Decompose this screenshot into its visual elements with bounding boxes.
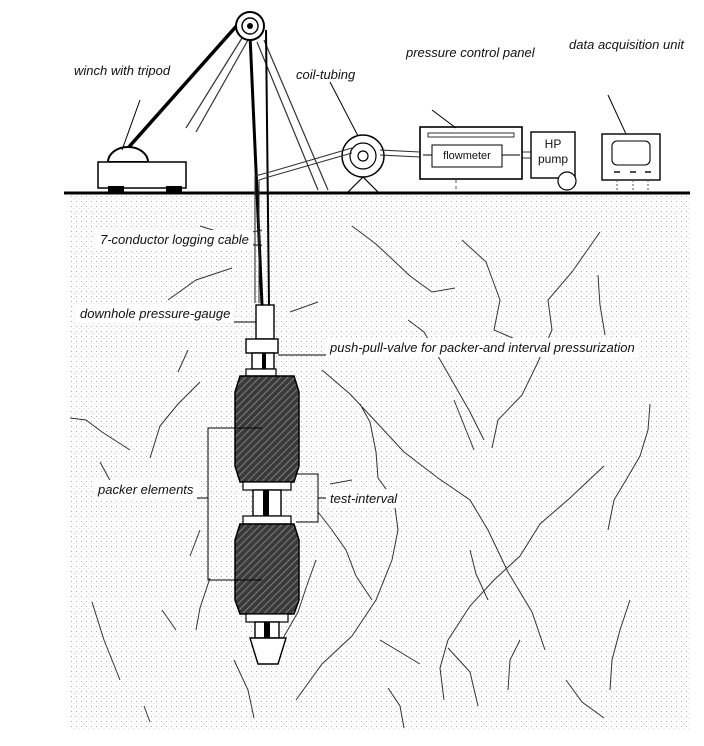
- label-data-acquisition-unit: data acquisition unit: [569, 36, 684, 53]
- tripod-pulley: [235, 11, 265, 41]
- label-hp-pump: HP pump: [533, 137, 573, 167]
- pressure-gauge-body: [255, 304, 275, 340]
- winch: [97, 146, 187, 192]
- rock-mass: [70, 196, 690, 731]
- label-data-line2: acquisition: [597, 37, 660, 52]
- label-hp-line1: HP: [544, 137, 562, 151]
- label-cable-line1: 7-conductor: [100, 232, 169, 247]
- label-valve-line2: interval pressurization: [508, 340, 635, 355]
- label-winch-line1: winch with: [74, 63, 134, 78]
- label-packer-line2: elements: [140, 482, 194, 497]
- label-gauge-line1: downhole: [80, 306, 136, 321]
- label-valve-line1: push-pull-valve for packer-and: [330, 340, 505, 355]
- label-pressure-control-panel: pressure control panel: [406, 44, 535, 61]
- tool-bottom-cone: [249, 637, 287, 665]
- label-data-line1: data: [569, 37, 595, 52]
- logging-cable-line: [248, 34, 264, 306]
- label-test-interval: test-interval: [326, 489, 402, 508]
- hp-pump: [530, 131, 577, 191]
- coil-tubing-reel: [341, 134, 385, 193]
- label-pressure-line2: control panel: [460, 45, 535, 60]
- downhole-tool: [234, 304, 300, 665]
- label-flowmeter-text: flowmeter: [443, 150, 491, 162]
- data-acquisition-unit: [601, 133, 661, 192]
- lower-packer-element: [234, 523, 300, 615]
- cable-return: [265, 29, 270, 306]
- label-pressure-gauge: downhole pressure-gauge: [76, 304, 235, 323]
- label-packer-line1: packer: [98, 482, 138, 497]
- label-cable-line2: logging cable: [172, 232, 249, 247]
- label-push-pull-valve: push-pull-valve for packer-and interval …: [326, 338, 639, 357]
- coil-tubing-line: [254, 147, 540, 303]
- label-coil-tubing-text: coil-tubing: [296, 67, 356, 82]
- label-pressure-line1: pressure: [406, 45, 457, 60]
- label-winch-with-tripod: winch with tripod: [74, 62, 170, 79]
- label-gauge-line2: pressure-gauge: [139, 306, 231, 321]
- label-test-interval-text: test-interval: [330, 491, 398, 506]
- label-coil-tubing: coil-tubing: [296, 66, 355, 83]
- pressure-control-panel: [419, 126, 523, 192]
- leader-lines: [121, 81, 627, 581]
- label-hp-line2: pump: [537, 152, 569, 166]
- upper-packer-element: [234, 375, 300, 483]
- label-data-line3: unit: [663, 37, 684, 52]
- winch-cable: [126, 20, 242, 150]
- label-logging-cable: 7-conductor logging cable: [96, 230, 253, 249]
- label-winch-line2: tripod: [137, 63, 171, 78]
- label-packer-elements: packer elements: [94, 480, 198, 499]
- label-flowmeter: flowmeter: [433, 150, 501, 163]
- push-pull-valve: [245, 338, 279, 354]
